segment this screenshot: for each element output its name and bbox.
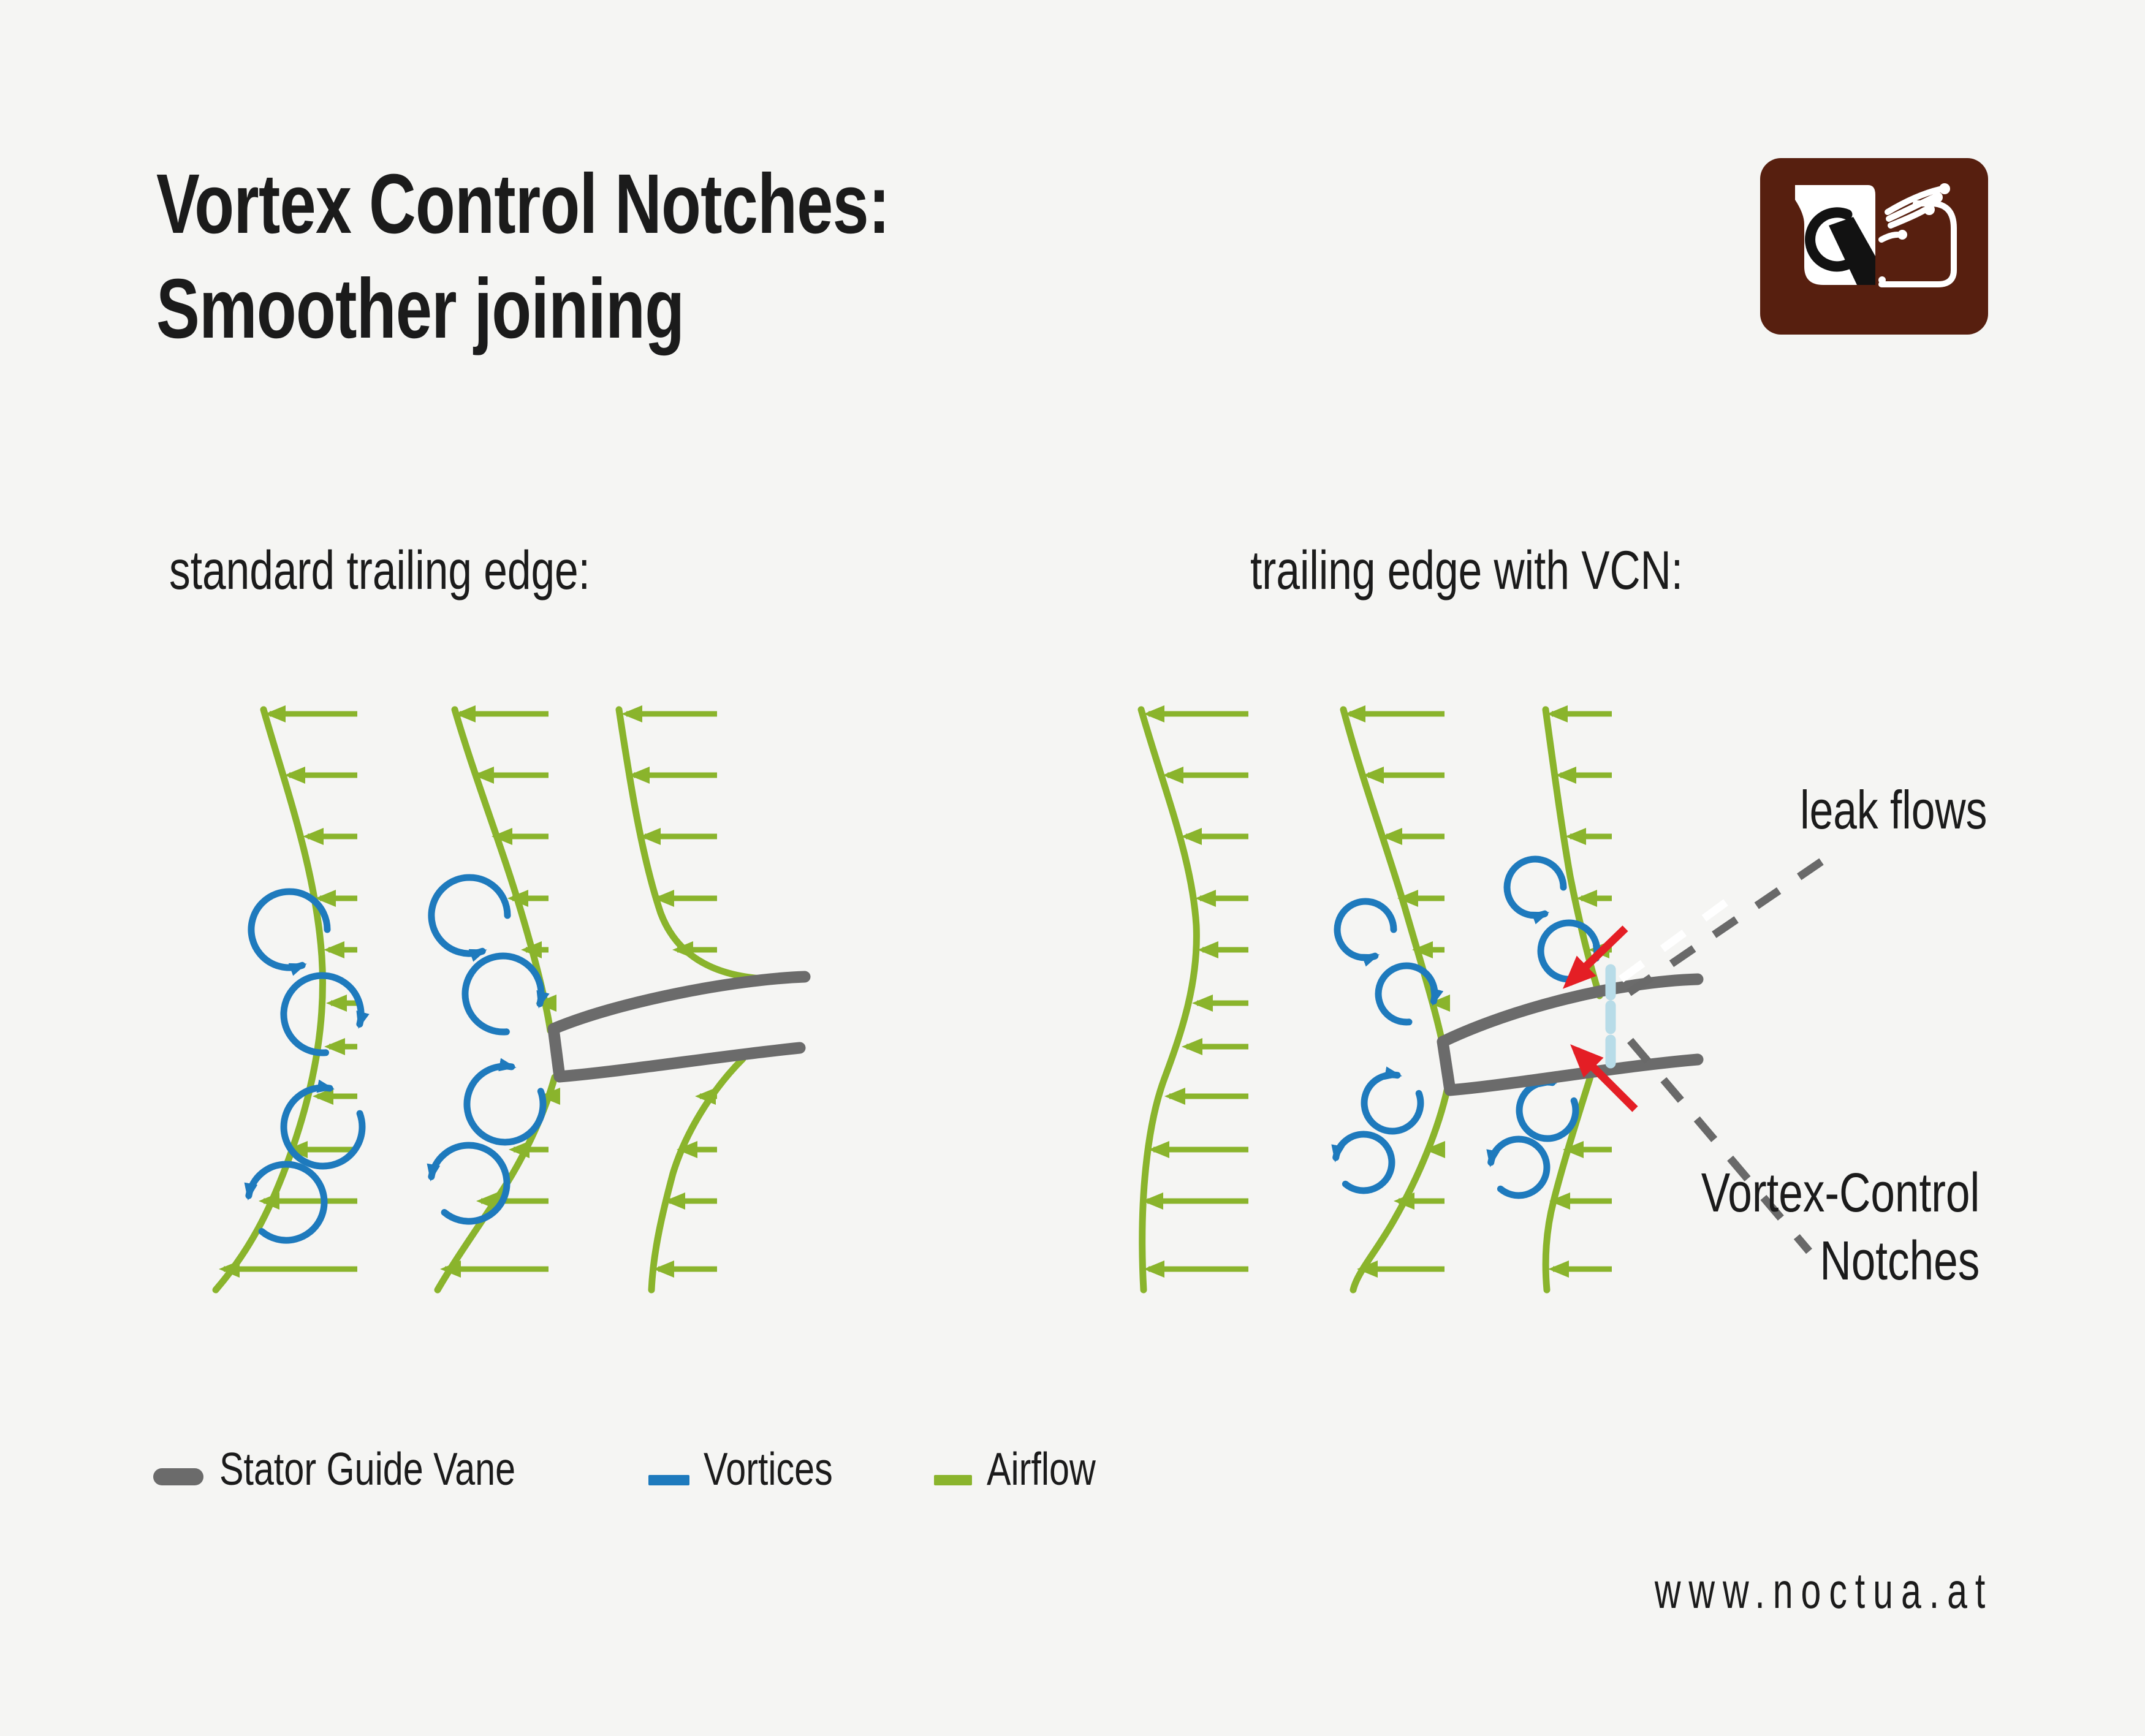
vortex-arrow: [248, 888, 331, 976]
panel-heading-vcn: trailing edge with VCN:: [1250, 539, 1684, 601]
panel-heading-standard: standard trailing edge:: [169, 539, 590, 601]
leak-flow-arrow: [1562, 925, 1628, 989]
noctua-owl-logo: [1760, 158, 1988, 338]
owl-circuit-dots: [1878, 183, 1950, 284]
page-title-line1: Vortex Control Notches:: [156, 157, 890, 251]
label-leak-flows: leak flows: [1799, 779, 1987, 840]
vortex-arrow: [1537, 919, 1606, 983]
vortex-arrow: [1334, 898, 1397, 967]
stator-guide-vane-right: [1437, 973, 1704, 1096]
velocity-profile-R1: [1137, 705, 1248, 1294]
noctua-owl-logo-icon: [1760, 158, 1988, 335]
velocity-profile-R2: [1331, 705, 1451, 1294]
owl-eye: [1805, 207, 1859, 272]
vortex-arrow: [1486, 1135, 1551, 1199]
velocity-profile-L1: [212, 705, 370, 1294]
vortex-arrow: [428, 874, 511, 962]
leader-line: [1627, 855, 1828, 996]
vortex-arrow: [463, 1058, 547, 1146]
owl-beak: [1829, 217, 1875, 285]
velocity-profile-L3: [615, 705, 789, 1294]
vortex-arrow: [280, 1079, 366, 1170]
velocity-profile-L2: [427, 705, 560, 1294]
vortex-arrow: [244, 1161, 328, 1244]
owl-face-right-lines: [1878, 186, 1957, 287]
stator-guide-vane-left: [547, 971, 811, 1083]
leader-line-white: [1619, 888, 1743, 983]
leader-line: [1627, 1037, 1812, 1254]
page-title-line2: Smoother joining: [156, 262, 685, 356]
vortex-arrow: [1375, 962, 1444, 1026]
website-url: www.noctua.at: [1654, 1563, 1993, 1619]
vortex-arrow: [280, 972, 370, 1056]
vortex-arrow: [427, 1142, 511, 1225]
vortex-arrow: [461, 952, 550, 1036]
vortex-arrow: [1361, 1066, 1424, 1135]
vortex-arrow: [1503, 855, 1567, 925]
page-title: Vortex Control Notches: Smoother joining: [156, 152, 1109, 362]
vortex-arrow: [1516, 1074, 1579, 1142]
vortex-arrow: [1331, 1131, 1395, 1194]
leak-flow-arrow: [1570, 1044, 1638, 1112]
